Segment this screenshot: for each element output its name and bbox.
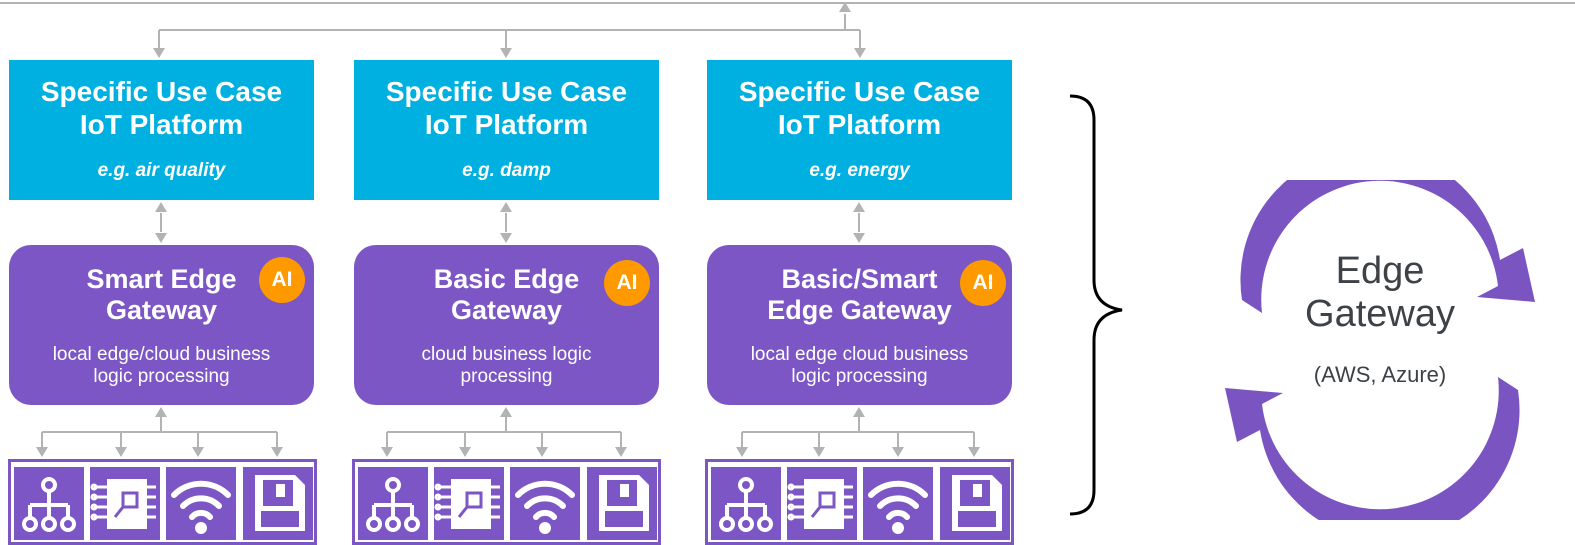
arrow-up-icon	[155, 407, 167, 417]
platform-box-0: Specific Use Case IoT Platform e.g. air …	[9, 60, 314, 200]
gateway-desc-line2-0: logic processing	[93, 366, 230, 387]
gateway-desc-0: local edge/cloud business logic processi…	[9, 344, 314, 388]
floppy-disk-icon	[243, 467, 313, 540]
arrow-down-icon	[153, 48, 165, 58]
gateway-title-line1-1: Basic Edge	[433, 264, 580, 294]
arrow-up-icon	[500, 202, 512, 212]
edge-gateway-cycle: Edge Gateway (AWS, Azure)	[1190, 180, 1570, 520]
gateway-title-1: Basic Edge Gateway	[354, 264, 659, 326]
gateway-desc-line1-0: local edge/cloud business	[52, 344, 271, 365]
arrow-down-icon	[36, 447, 48, 457]
arrow-up-icon	[853, 202, 865, 212]
gateway-desc-line1-1: cloud business logic	[421, 344, 592, 365]
platform-title-0: Specific Use Case IoT Platform	[9, 75, 314, 141]
cycle-title-line2: Gateway	[1305, 293, 1455, 335]
platform-box-2: Specific Use Case IoT Platform e.g. ener…	[707, 60, 1012, 200]
circuit-chip-icon	[434, 467, 504, 540]
cycle-subtitle: (AWS, Azure)	[1313, 362, 1447, 387]
gateway-title-2: Basic/Smart Edge Gateway	[707, 264, 1012, 326]
network-hierarchy-icon	[14, 467, 84, 540]
arrow-down-icon	[536, 447, 548, 457]
gateway-desc-line2-1: processing	[460, 366, 553, 387]
platform-title-2: Specific Use Case IoT Platform	[707, 75, 1012, 141]
arrow-down-icon	[500, 233, 512, 243]
curly-brace	[1069, 94, 1123, 516]
platform-title-line2-1: IoT Platform	[424, 109, 589, 140]
wifi-icon	[863, 467, 933, 540]
arrow-down-icon	[459, 447, 471, 457]
gateway-desc-line1-2: local edge cloud business	[750, 344, 969, 365]
ai-badge-2: AI	[960, 260, 1006, 306]
platform-title-line2-0: IoT Platform	[79, 109, 244, 140]
gateway-title-0: Smart Edge Gateway	[9, 264, 314, 326]
platform-example-0: e.g. air quality	[97, 160, 226, 181]
wifi-icon	[166, 467, 236, 540]
circuit-chip-icon	[90, 467, 160, 540]
network-hierarchy-icon	[358, 467, 428, 540]
arrow-up-top-icon	[839, 2, 851, 12]
floppy-disk-icon	[940, 467, 1010, 540]
gateway-title-line1-0: Smart Edge	[86, 264, 237, 294]
platform-title-line1-2: Specific Use Case	[738, 76, 981, 107]
arrow-down-icon	[381, 447, 393, 457]
arrow-up-icon	[155, 202, 167, 212]
platform-title-line1-0: Specific Use Case	[40, 76, 283, 107]
platform-box-1: Specific Use Case IoT Platform e.g. damp	[354, 60, 659, 200]
gateway-title-line1-2: Basic/Smart	[781, 264, 938, 294]
gateway-desc-2: local edge cloud business logic processi…	[707, 344, 1012, 388]
ai-badge-0: AI	[259, 257, 305, 303]
gateway-desc-1: cloud business logic processing	[354, 344, 659, 388]
platform-title-1: Specific Use Case IoT Platform	[354, 75, 659, 141]
arrow-down-icon	[500, 48, 512, 58]
cycle-title-line1: Edge	[1335, 250, 1425, 292]
wifi-icon	[510, 467, 580, 540]
devices-row-1	[352, 459, 661, 545]
platform-title-line2-2: IoT Platform	[777, 109, 942, 140]
ai-badge-1: AI	[604, 260, 650, 306]
arrow-down-icon	[813, 447, 825, 457]
gateway-title-line2-0: Gateway	[105, 295, 218, 325]
floppy-disk-icon	[587, 467, 657, 540]
arrow-down-icon	[968, 447, 980, 457]
arrow-down-icon	[854, 48, 866, 58]
arrow-down-icon	[615, 447, 627, 457]
gateway-desc-line2-2: logic processing	[791, 366, 928, 387]
platform-example-1: e.g. damp	[462, 160, 551, 181]
arrow-down-icon	[192, 447, 204, 457]
arrow-down-icon	[892, 447, 904, 457]
arrow-down-icon	[853, 233, 865, 243]
arrow-down-icon	[736, 447, 748, 457]
arrow-up-icon	[853, 407, 865, 417]
devices-row-2	[705, 459, 1014, 545]
arrow-down-icon	[155, 233, 167, 243]
arrow-down-icon	[271, 447, 283, 457]
platform-example-2: e.g. energy	[809, 160, 910, 181]
devices-row-0	[8, 459, 317, 545]
arrow-up-icon	[500, 407, 512, 417]
network-hierarchy-icon	[711, 467, 781, 540]
gateway-title-line2-2: Edge Gateway	[767, 295, 952, 325]
cycle-arrows-icon	[1225, 180, 1535, 520]
gateway-box-2: Basic/Smart Edge Gateway local edge clou…	[707, 245, 1012, 405]
circuit-chip-icon	[787, 467, 857, 540]
arrow-down-icon	[115, 447, 127, 457]
platform-title-line1-1: Specific Use Case	[385, 76, 628, 107]
gateway-title-line2-1: Gateway	[450, 295, 563, 325]
